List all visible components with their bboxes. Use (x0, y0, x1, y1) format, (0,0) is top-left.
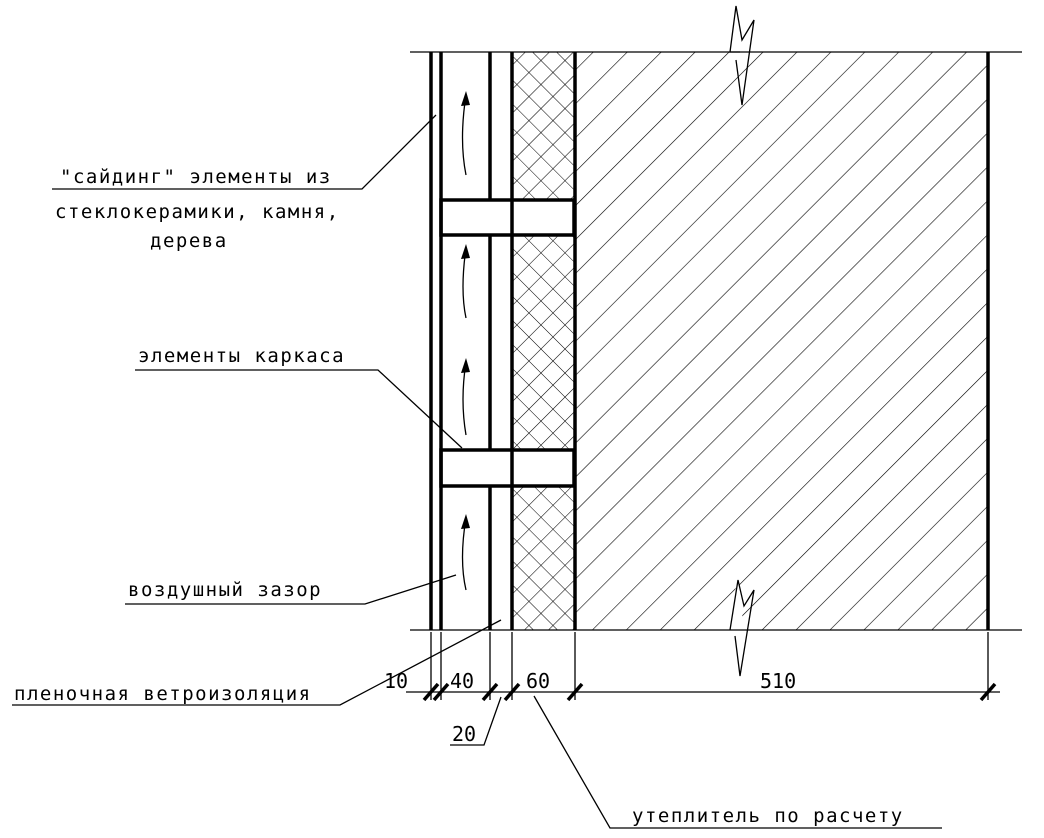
dim-siding: 10 (384, 669, 408, 693)
arrow-icon (461, 514, 470, 591)
arrow-icon (461, 244, 470, 319)
masonry-wall (576, 6, 988, 630)
label-membrane: пленочная ветроизоляция (14, 683, 312, 705)
label-siding-line3: дерева (150, 230, 228, 252)
label-siding-line1: "сайдинг" элементы из (60, 166, 332, 188)
dimension-ticks (422, 682, 997, 702)
dim-wall: 510 (760, 669, 796, 693)
layer-lines (429, 52, 990, 630)
dim-membrane: 20 (452, 722, 476, 746)
arrow-icon (461, 358, 470, 436)
label-siding-line2: стеклокерамики, камня, (55, 201, 340, 223)
insulation-layer (512, 52, 574, 630)
dim-insulation: 60 (526, 669, 550, 693)
label-frame: элементы каркаса (138, 345, 345, 367)
dim-air-gap: 40 (450, 669, 474, 693)
leader-lines (12, 114, 942, 829)
arrow-icon (461, 91, 470, 176)
dimension-line (406, 632, 1000, 702)
section-lines (410, 5, 1022, 677)
frame-element-upper (439, 198, 576, 237)
airflow-arrows (461, 91, 470, 591)
label-insulation: утеплитель по расчету (632, 805, 904, 827)
label-air-gap: воздушный зазор (128, 579, 322, 601)
frame-element-lower (439, 448, 576, 488)
